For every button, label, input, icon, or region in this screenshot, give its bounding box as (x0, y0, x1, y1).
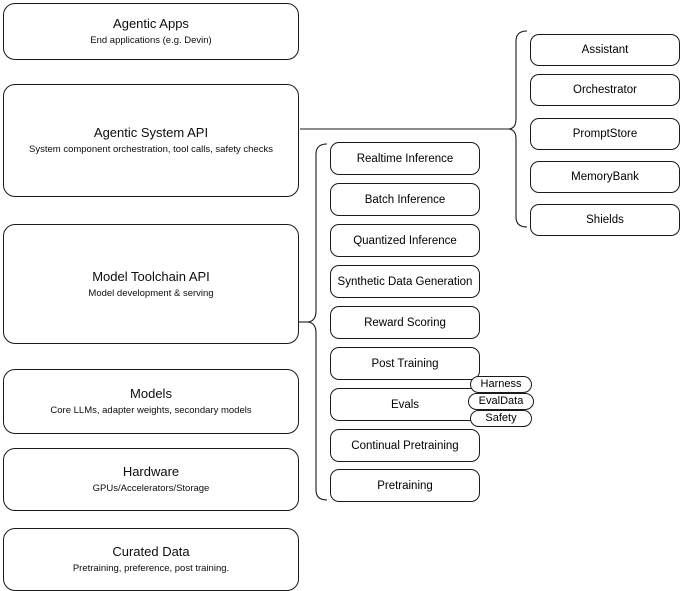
component-label: Synthetic Data Generation (337, 275, 473, 288)
component-synthetic-data-generation[interactable]: Synthetic Data Generation (330, 265, 480, 298)
layer-subtitle: System component orchestration, tool cal… (29, 144, 273, 155)
component-label: Assistant (581, 44, 629, 56)
component-label: Continual Pretraining (351, 439, 459, 452)
layer-subtitle: Pretraining, preference, post training. (72, 563, 230, 574)
component-batch-inference[interactable]: Batch Inference (330, 183, 480, 216)
layer-title: Models (130, 386, 172, 401)
layer-agentic-apps[interactable]: Agentic Apps End applications (e.g. Devi… (3, 3, 299, 60)
component-label: Evals (390, 398, 420, 411)
layer-subtitle: Core LLMs, adapter weights, secondary mo… (50, 405, 252, 416)
component-label: MemoryBank (571, 171, 639, 183)
layer-title: Agentic System API (93, 125, 209, 140)
component-label: Pretraining (377, 479, 433, 492)
component-assistant[interactable]: Assistant (530, 34, 680, 66)
layer-agentic-system-api[interactable]: Agentic System API System component orch… (3, 84, 299, 197)
layer-hardware[interactable]: Hardware GPUs/Accelerators/Storage (3, 448, 299, 511)
component-reward-scoring[interactable]: Reward Scoring (330, 306, 480, 339)
layer-models[interactable]: Models Core LLMs, adapter weights, secon… (3, 369, 299, 434)
component-label: Realtime Inference (356, 152, 454, 165)
component-label: Reward Scoring (364, 316, 446, 329)
component-label: Orchestrator (573, 84, 637, 96)
layer-title: Curated Data (112, 544, 190, 559)
component-memorybank[interactable]: MemoryBank (530, 161, 680, 193)
component-label: Batch Inference (364, 193, 446, 206)
layer-subtitle: Model development & serving (88, 287, 214, 299)
component-orchestrator[interactable]: Orchestrator (530, 74, 680, 106)
component-label: Quantized Inference (353, 234, 457, 247)
component-quantized-inference[interactable]: Quantized Inference (330, 224, 480, 257)
evals-tag-label: Harness (480, 378, 522, 390)
layer-subtitle: End applications (e.g. Devin) (90, 35, 212, 46)
brace-model-toolchain-components (307, 143, 328, 501)
component-label: Shields (586, 214, 624, 226)
evals-tag-label: Safety (485, 412, 517, 424)
layer-curated-data[interactable]: Curated Data Pretraining, preference, po… (3, 528, 299, 591)
component-continual-pretraining[interactable]: Continual Pretraining (330, 429, 480, 462)
layer-model-toolchain-api[interactable]: Model Toolchain API Model development & … (3, 224, 299, 344)
layer-subtitle: GPUs/Accelerators/Storage (92, 483, 210, 494)
component-evals[interactable]: Evals (330, 388, 480, 421)
evals-tag-safety[interactable]: Safety (470, 410, 532, 427)
component-realtime-inference[interactable]: Realtime Inference (330, 142, 480, 175)
brace-agentic-system-components (507, 30, 528, 228)
component-label: PromptStore (572, 128, 638, 140)
component-promptstore[interactable]: PromptStore (530, 118, 680, 150)
component-pretraining[interactable]: Pretraining (330, 469, 480, 502)
layer-title: Agentic Apps (113, 16, 189, 31)
component-shields[interactable]: Shields (530, 204, 680, 236)
layer-title: Hardware (122, 464, 180, 479)
evals-tag-evaldata[interactable]: EvalData (468, 393, 534, 410)
evals-tag-label: EvalData (478, 395, 524, 407)
layer-title: Model Toolchain API (92, 268, 210, 284)
component-post-training[interactable]: Post Training (330, 347, 480, 380)
component-label: Post Training (371, 357, 439, 370)
evals-tag-harness[interactable]: Harness (470, 376, 532, 393)
